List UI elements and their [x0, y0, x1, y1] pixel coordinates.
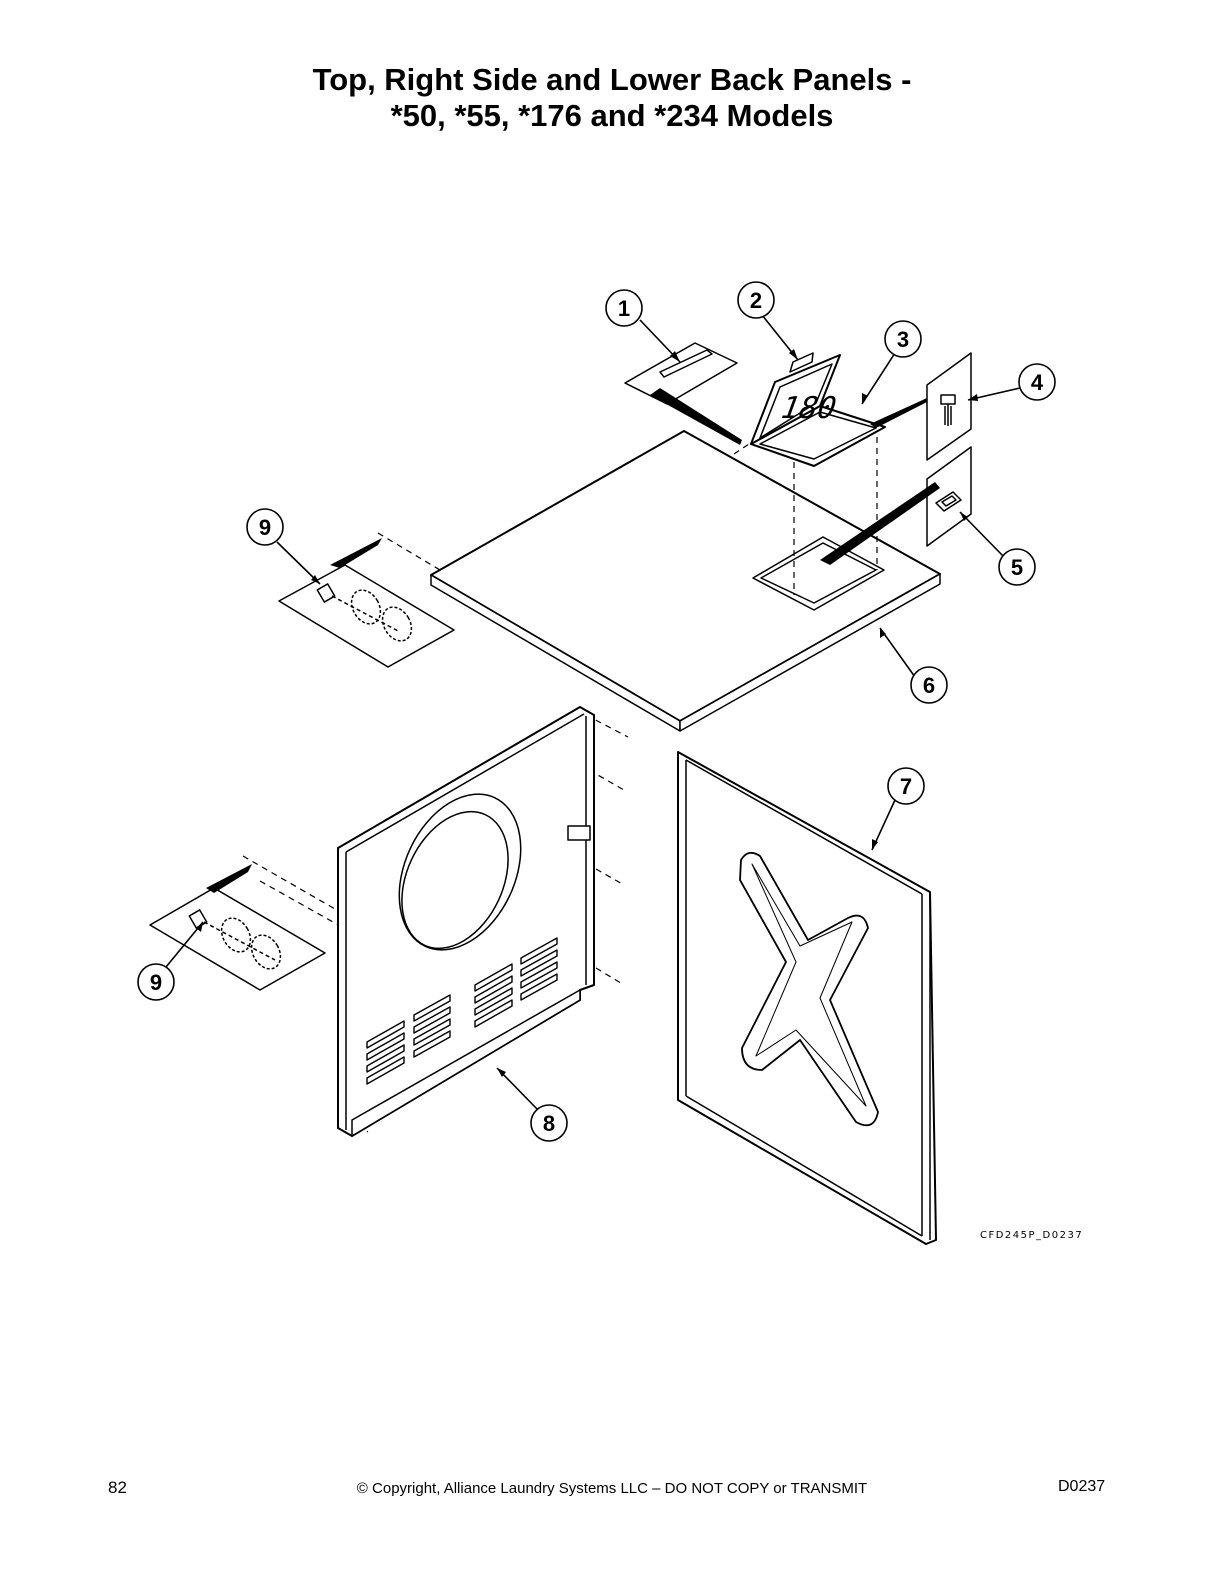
callout-9-upper: 9: [246, 508, 284, 546]
svg-text:5: 5: [1011, 555, 1023, 580]
svg-text:8: 8: [543, 1111, 555, 1136]
callout-8: 8: [530, 1104, 568, 1142]
svg-text:180: 180: [775, 391, 842, 426]
title-line-1: Top, Right Side and Lower Back Panels -: [312, 62, 912, 97]
callout-4: 4: [1018, 363, 1056, 401]
svg-text:7: 7: [900, 774, 912, 799]
page-number: 82: [108, 1478, 127, 1497]
detail-card-4: [870, 352, 972, 461]
detail-card-1: [624, 342, 742, 445]
lower-back-panel: [677, 751, 937, 1245]
svg-text:2: 2: [750, 288, 762, 313]
svg-text:3: 3: [897, 327, 909, 352]
svg-text:4: 4: [1031, 370, 1044, 395]
page-title: Top, Right Side and Lower Back Panels - …: [0, 62, 1224, 134]
svg-text:6: 6: [923, 673, 935, 698]
callout-3: 3: [884, 320, 922, 358]
callout-6: 6: [910, 666, 948, 704]
callout-1: 1: [605, 289, 643, 327]
svg-text:1: 1: [618, 296, 630, 321]
callout-9-lower: 9: [137, 963, 175, 1001]
document-code: D0237: [1058, 1478, 1106, 1495]
leader-lines: [165, 314, 1021, 1111]
detail-card-9-lower: [149, 864, 326, 991]
svg-text:9: 9: [150, 970, 162, 995]
right-side-panel: [337, 706, 595, 1137]
title-line-2: *50, *55, *176 and *234 Models: [390, 98, 834, 133]
diagram-reference-code: CFD245P_D0237: [980, 1230, 1083, 1241]
detail-card-5: [820, 446, 972, 565]
callout-2: 2: [737, 281, 775, 319]
display-bezel: 180: [750, 352, 886, 467]
leader-arrowheads: [196, 349, 978, 1077]
detail-card-9-upper: [278, 538, 455, 668]
callout-5: 5: [998, 548, 1036, 586]
top-panel: [430, 430, 941, 732]
callout-7: 7: [887, 767, 925, 805]
svg-text:9: 9: [259, 515, 271, 540]
copyright-notice: © Copyright, Alliance Laundry Systems LL…: [356, 1480, 868, 1497]
